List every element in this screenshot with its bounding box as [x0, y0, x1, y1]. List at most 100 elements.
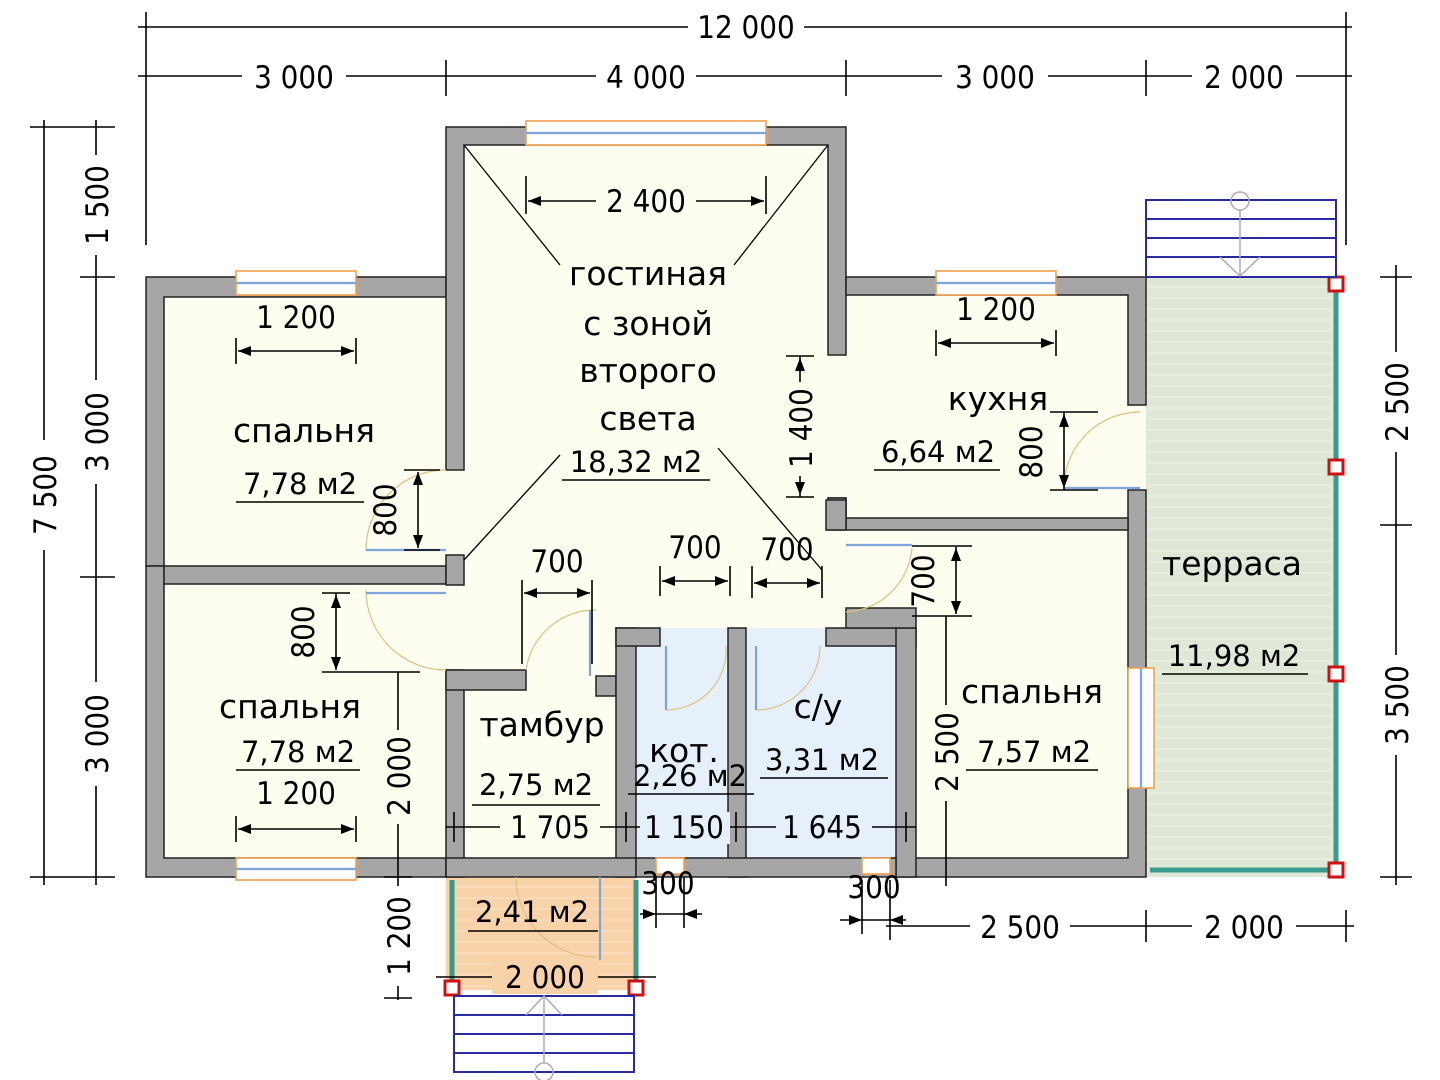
dim-top-1: 3 000: [254, 60, 334, 96]
room-labels: гостиная с зоной второго света 18,32 м2 …: [219, 254, 1308, 932]
dim-overall-depth: 7 500: [28, 455, 64, 535]
room-name: с/у: [794, 687, 843, 726]
arrowhead: [413, 535, 423, 548]
dim-left-2: 3 000: [80, 392, 116, 472]
wall-south-mid: [445, 857, 637, 878]
dim-bedroom-nw-door: 800: [368, 483, 404, 536]
porch-planks: [456, 886, 632, 987]
room-name-line: гостиная: [569, 254, 727, 293]
dimension-arrows: [238, 196, 1069, 925]
door-arc-kitchen: [1063, 411, 1141, 489]
room-living: гостиная с зоной второго света 18,32 м2: [562, 254, 727, 481]
wall-bedroom-sw-east: [445, 669, 465, 878]
terrace-floor: [1146, 277, 1336, 877]
wall-kitchen-jamb: [825, 499, 847, 531]
wall-stub-a: [445, 554, 465, 586]
room-area: 6,64 м2: [881, 435, 995, 469]
room-terrace: терраса 11,98 м2: [1162, 544, 1308, 675]
room-area: 7,57 м2: [977, 735, 1091, 769]
dim-vestibule-door: 700: [530, 544, 583, 580]
dim-bottom-2: 2 000: [1204, 910, 1284, 946]
room-name: тамбур: [479, 705, 604, 744]
arrowhead: [577, 588, 590, 598]
arrowhead: [528, 196, 541, 206]
porch: [443, 880, 645, 1080]
door-arc-bedroom-se: [845, 547, 913, 613]
dim-bedroom-se-door: 700: [906, 554, 942, 607]
dim-boiler-door: 700: [668, 530, 721, 566]
arrowhead: [684, 909, 697, 919]
room-area: 11,98 м2: [1168, 639, 1301, 673]
room-name-line: второго: [579, 351, 717, 390]
dim-right-1: 2 500: [1380, 362, 1416, 442]
dimension-labels: 12 000 3 000 4 000 3 000 2 000 7 500 1 5…: [28, 10, 1416, 996]
dim-overall-width: 12 000: [697, 10, 795, 46]
arrowhead: [1041, 338, 1054, 348]
room-area: 18,32 м2: [570, 445, 703, 479]
arrowhead: [795, 358, 805, 371]
arrowhead: [331, 595, 341, 608]
room-bedroom-nw: спальня 7,78 м2: [233, 411, 375, 503]
dim-wc-width: 1 645: [782, 810, 862, 846]
arrowhead: [938, 338, 951, 348]
post: [1327, 665, 1345, 683]
windows: [235, 120, 1155, 881]
arrowhead: [1059, 475, 1069, 488]
dim-wc-vent: 300: [847, 870, 900, 906]
door-arc-vestibule: [525, 609, 597, 671]
room-porch: 2,41 м2: [468, 895, 598, 932]
dimension-lines: [26, 10, 1418, 1000]
room-name: терраса: [1162, 544, 1302, 583]
arrowhead: [951, 548, 961, 561]
arrowhead: [238, 346, 251, 356]
room-area: 2,75 м2: [479, 768, 593, 802]
arrowhead: [715, 576, 728, 586]
wall-boiler-north: [615, 627, 661, 647]
dim-boiler-width: 1 150: [644, 810, 724, 846]
wall-bedrooms-divider: [163, 565, 447, 585]
dim-kitchen-window: 1 200: [956, 292, 1036, 328]
post: [1327, 458, 1345, 476]
wall-south-wet: [635, 857, 897, 878]
room-name: кухня: [948, 379, 1048, 418]
dim-top-2: 4 000: [606, 60, 686, 96]
dim-bedroom-sw-door: 800: [286, 605, 322, 658]
room-area: 7,78 м2: [241, 735, 355, 769]
arrowhead: [413, 472, 423, 485]
terrace-planks: [1148, 286, 1332, 860]
arrowhead: [238, 824, 251, 834]
room-kitchen: кухня 6,64 м2: [874, 379, 1048, 471]
dim-left-3: 3 000: [80, 694, 116, 774]
arrowhead: [751, 196, 764, 206]
dim-bedroom-se-depth: 2 500: [930, 712, 966, 792]
arrowhead: [890, 915, 903, 925]
arrowhead: [643, 909, 656, 919]
door-arc-bedroom-sw: [365, 589, 447, 671]
door-arc-boiler: [665, 645, 727, 711]
room-name: кот.: [649, 731, 719, 770]
door-arc-wc: [755, 645, 821, 711]
arrowhead: [662, 576, 675, 586]
porch-stairs: [453, 994, 635, 1080]
dim-corridor-depth: 2 000: [382, 736, 418, 816]
post: [627, 979, 645, 997]
dim-vestibule-width: 1 705: [510, 810, 590, 846]
terrace-stairs: [1145, 191, 1337, 278]
dim-left-1: 1 500: [80, 165, 116, 245]
room-wc: с/у 3,31 м2: [760, 687, 888, 779]
post: [1327, 275, 1345, 293]
room-name-line: с зоной: [583, 304, 713, 343]
wall-boiler-wc: [727, 627, 747, 878]
doors: [365, 411, 1141, 960]
dim-bedroom-nw-window: 1 200: [256, 300, 336, 336]
vent-boiler: [655, 857, 685, 875]
room-area: 2,26 м2: [633, 759, 747, 793]
dim-right-2: 3 500: [1380, 665, 1416, 745]
dim-top-4: 2 000: [1204, 60, 1284, 96]
arrowhead: [524, 588, 537, 598]
post: [1327, 861, 1345, 879]
room-vestibule: тамбур 2,75 м2: [472, 705, 605, 806]
room-area: 7,78 м2: [243, 467, 357, 501]
arrowhead: [849, 915, 862, 925]
